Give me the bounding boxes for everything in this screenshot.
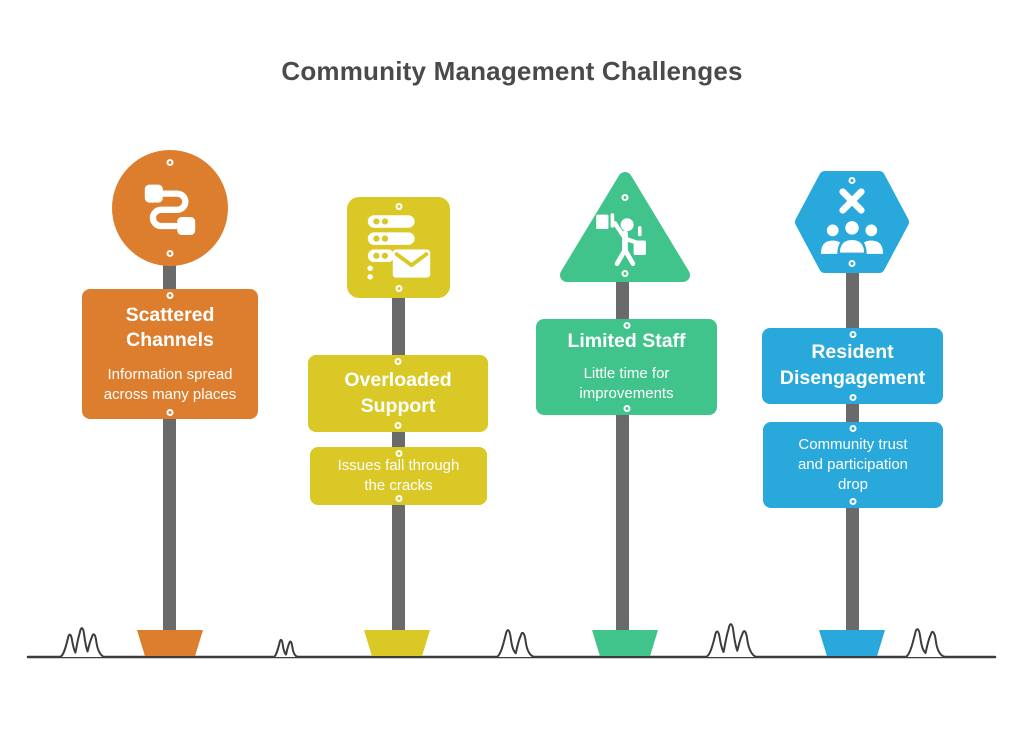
sign-resident-disengagement: Resident Disengagement — [762, 328, 943, 404]
challenge-title: Overloaded Support — [344, 368, 452, 417]
page-title: Community Management Challenges — [281, 56, 743, 86]
screw-icon — [166, 250, 174, 257]
grass-tuft — [706, 624, 756, 657]
disengaged-people-icon — [820, 188, 884, 256]
screw-icon — [848, 260, 856, 267]
sign-overloaded-support: Overloaded Support — [308, 355, 488, 432]
screw-icon — [166, 409, 174, 416]
sign-limited-staff: Limited Staff Little time for improvemen… — [536, 319, 717, 415]
screw-icon — [166, 159, 174, 166]
challenge-subtitle: Issues fall through the cracks — [337, 456, 460, 494]
signpost-base — [592, 630, 658, 656]
signpost-base — [364, 630, 430, 656]
screw-icon — [395, 450, 402, 457]
grass-tuft — [60, 628, 104, 657]
sign-scattered-channels: Scattered Channels Information spread ac… — [82, 289, 258, 419]
screw-icon — [849, 498, 857, 505]
challenge-subtitle: Community trust and participation drop — [797, 435, 909, 494]
challenge-title: Resident Disengagement — [779, 341, 926, 389]
signpost-base — [137, 630, 203, 656]
screw-icon — [166, 292, 174, 299]
screw-icon — [621, 270, 629, 277]
sign-resident-disengagement-note: Community trust and participation drop — [763, 422, 943, 508]
screw-icon — [395, 495, 402, 502]
sign-overloaded-support-note: Issues fall through the cracks — [310, 447, 487, 505]
signpost-pole — [392, 248, 405, 632]
rounded-square-badge — [347, 197, 450, 298]
screw-icon — [848, 177, 856, 184]
server-mail-icon — [367, 215, 431, 280]
grass-tuft — [274, 640, 298, 657]
grass-tuft — [906, 629, 945, 657]
circle-badge — [112, 150, 228, 266]
challenge-title: Scattered Channels — [125, 303, 215, 352]
challenge-subtitle: Information spread across many places — [103, 365, 237, 404]
signpost-pole — [163, 208, 176, 632]
triangle-badge — [556, 166, 694, 288]
screw-icon — [394, 358, 402, 365]
signpost-base — [819, 630, 885, 656]
grass-tuft — [497, 630, 535, 657]
route-icon — [144, 184, 196, 235]
screw-icon — [395, 285, 402, 292]
challenge-subtitle: Little time for improvements — [579, 365, 674, 403]
screw-icon — [623, 322, 630, 329]
screw-icon — [394, 422, 402, 429]
busy-worker-icon — [596, 213, 646, 266]
screw-icon — [849, 425, 857, 432]
ground — [26, 600, 997, 680]
signpost-pole — [616, 250, 629, 632]
screw-icon — [849, 394, 856, 401]
screw-icon — [621, 194, 629, 201]
screw-icon — [395, 203, 402, 210]
challenge-title: Limited Staff — [567, 330, 686, 353]
screw-icon — [849, 331, 856, 338]
screw-icon — [623, 405, 630, 412]
hexagon-badge — [789, 169, 915, 275]
